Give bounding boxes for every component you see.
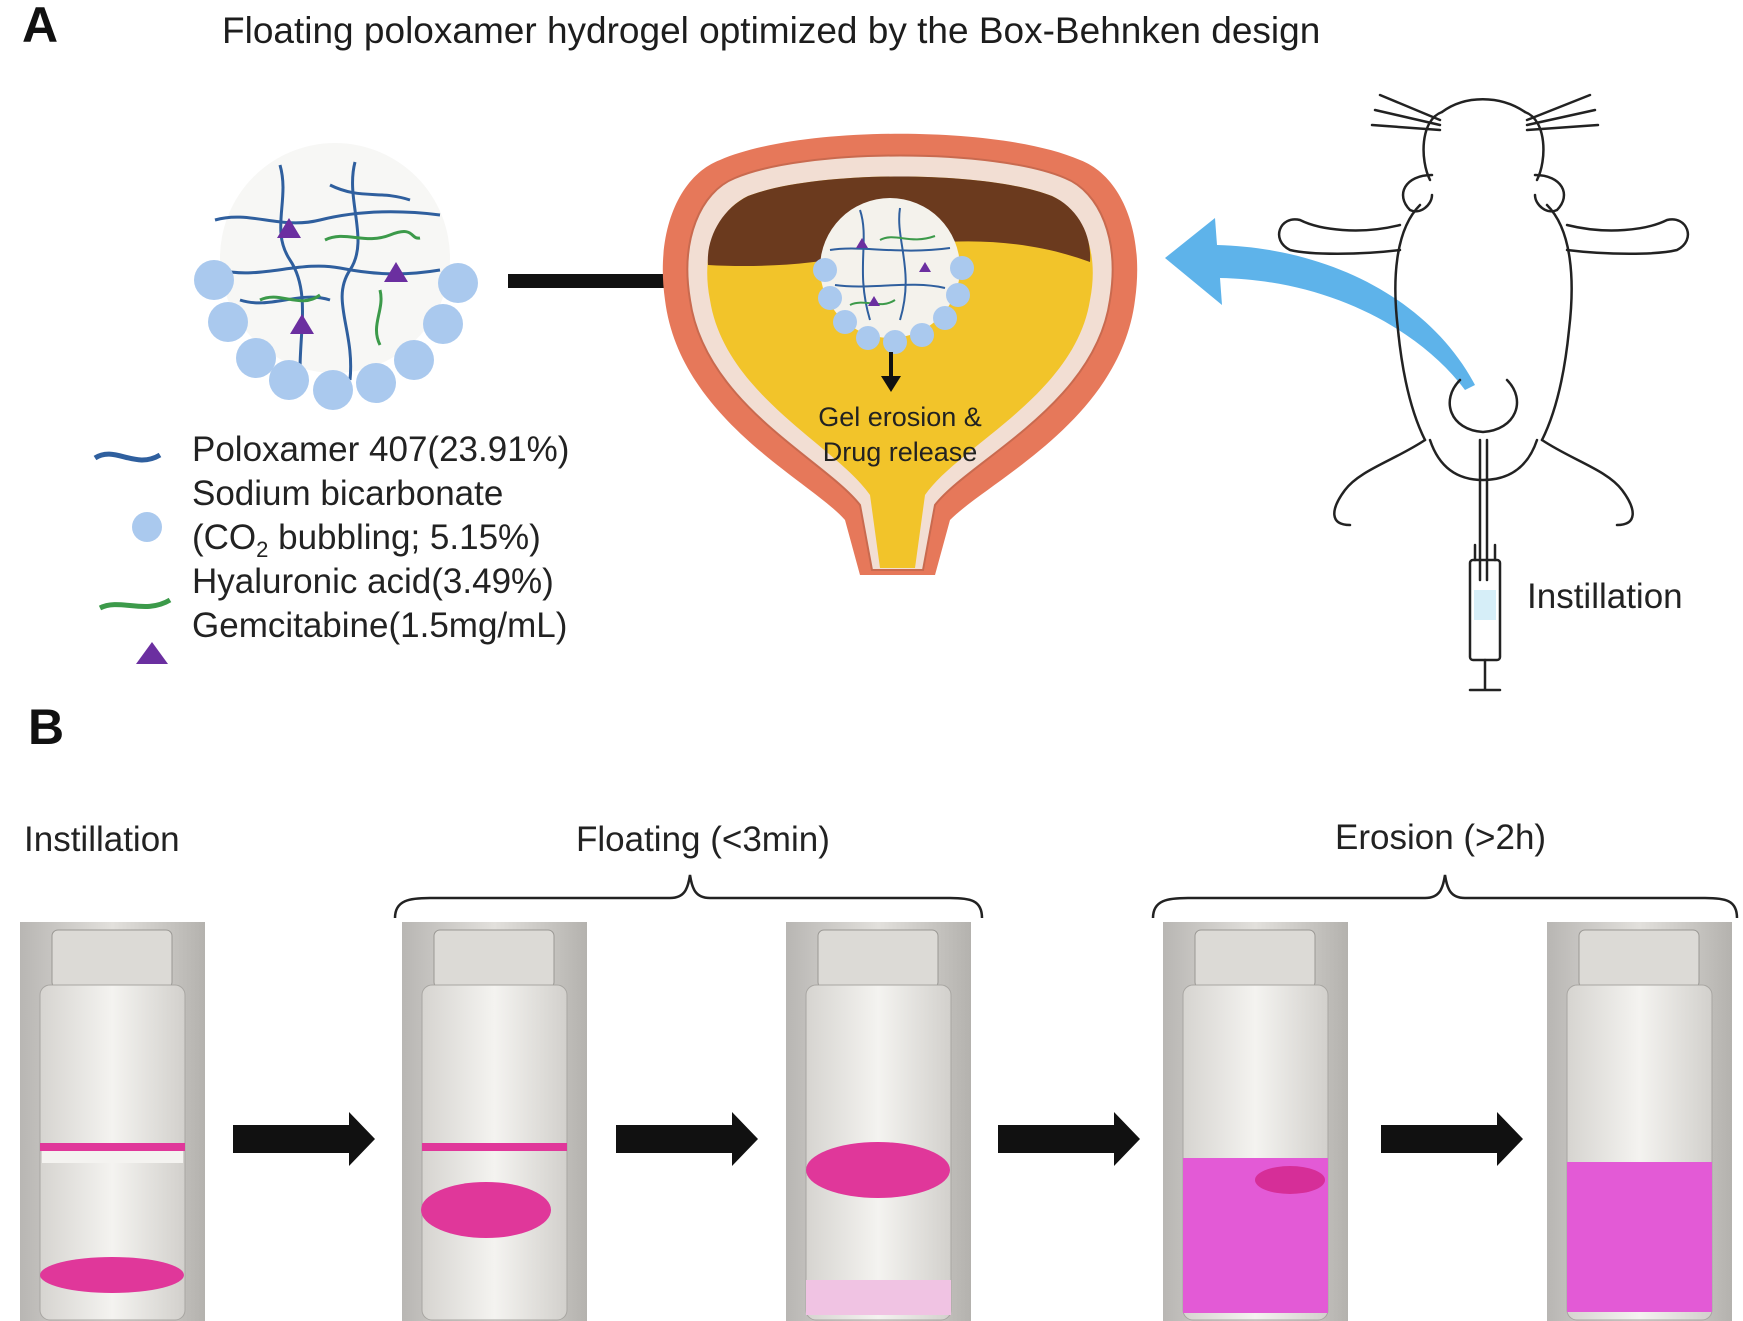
vial-3	[786, 922, 971, 1321]
vial-4	[1163, 922, 1348, 1321]
process-arrows	[233, 1112, 1523, 1166]
legend-gemcitabine-label: Gemcitabine(1.5mg/mL)	[192, 606, 568, 645]
panel-a-title: Floating poloxamer hydrogel optimized by…	[222, 10, 1321, 51]
panel-b-letter: B	[28, 699, 65, 755]
legend-bicarbonate-detail: (CO2 bubbling; 5.15%)	[192, 518, 541, 562]
legend-bicarbonate-label: Sodium bicarbonate	[192, 474, 504, 513]
vial-5	[1547, 922, 1732, 1321]
floating-bracket	[393, 874, 984, 919]
gel-erosion-label: Gel erosion & Drug release	[818, 402, 982, 467]
stage-label-erosion: Erosion (>2h)	[1335, 818, 1547, 857]
hyaluronic-legend-icon	[98, 597, 172, 611]
bicarbonate-legend-icon	[132, 512, 162, 542]
poloxamer-legend-icon	[93, 451, 162, 463]
stage-label-instillation: Instillation	[24, 820, 180, 859]
stage-label-floating: Floating (<3min)	[576, 820, 830, 859]
erosion-bracket	[1151, 874, 1739, 919]
gemcitabine-legend-icon	[136, 642, 168, 664]
panel-a-letter: A	[22, 0, 59, 53]
vial-2	[402, 922, 587, 1321]
legend-poloxamer-label: Poloxamer 407(23.91%)	[192, 430, 570, 469]
legend-hyaluronic-label: Hyaluronic acid(3.49%)	[192, 562, 554, 601]
instillation-label-a: Instillation	[1527, 577, 1683, 616]
vial-1	[20, 922, 205, 1321]
